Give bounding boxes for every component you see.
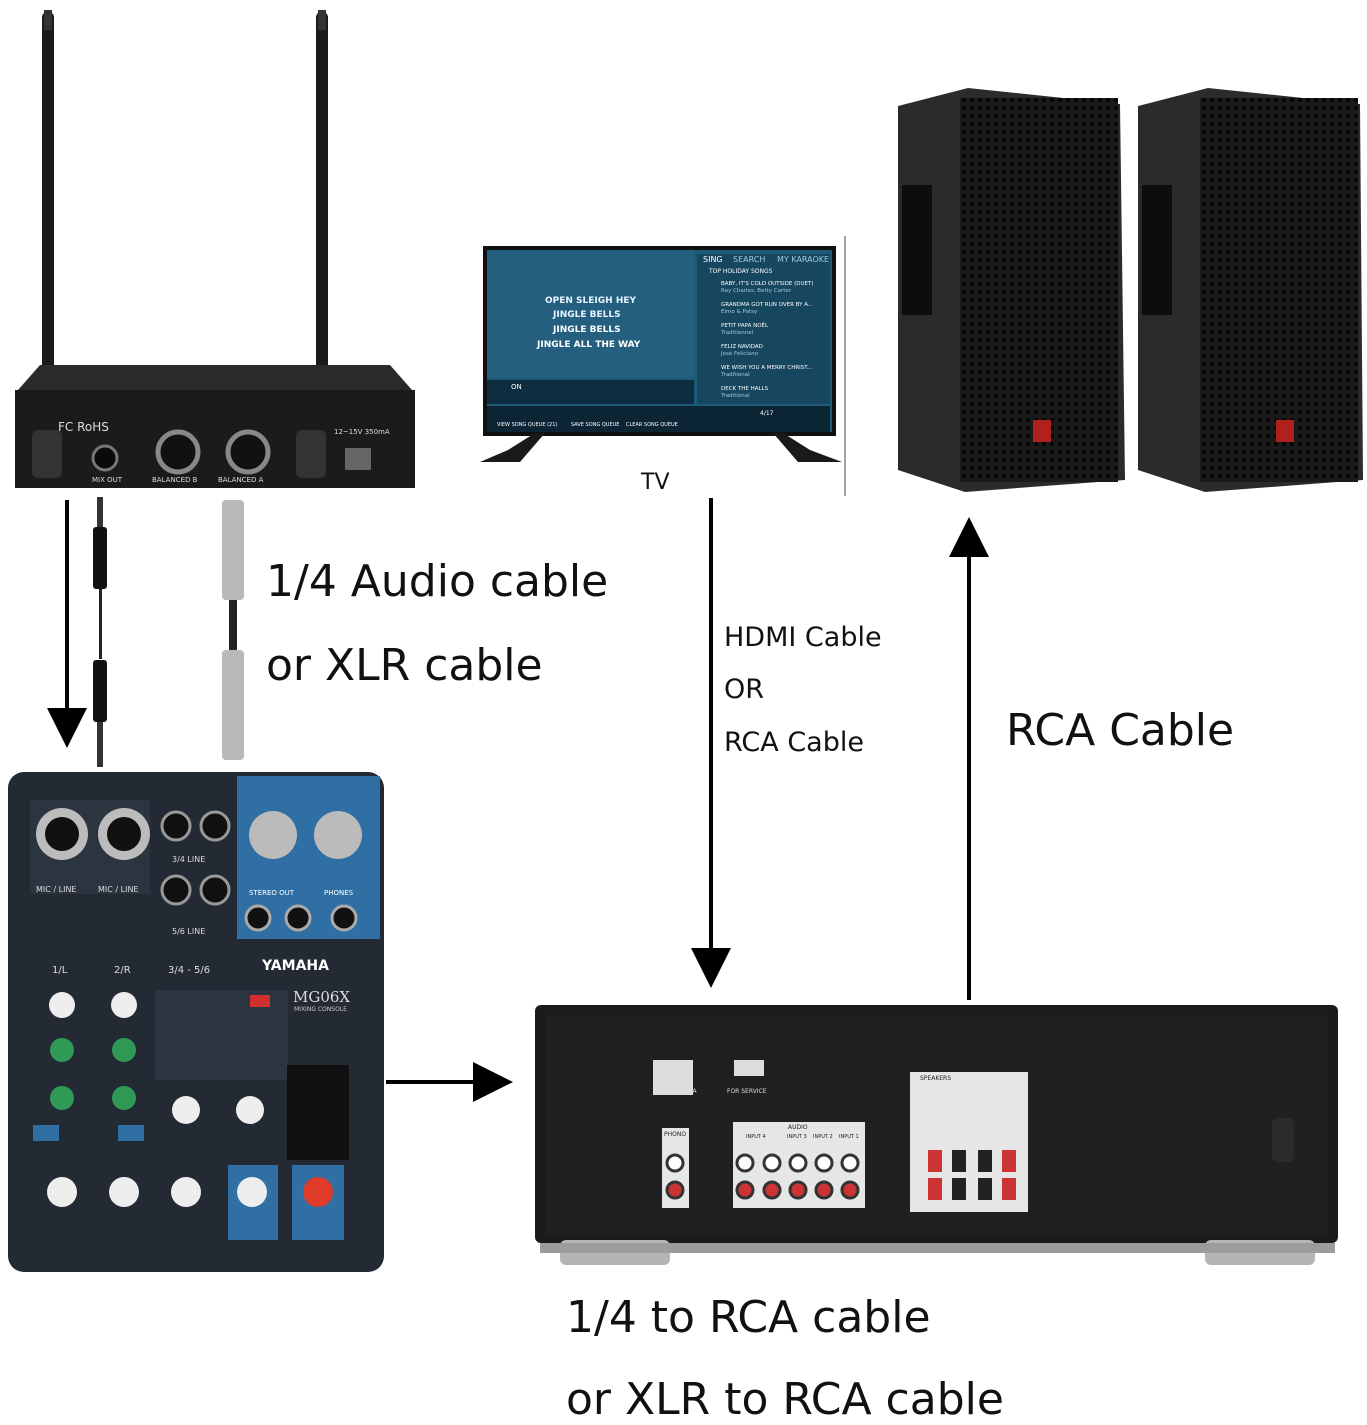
mixer-section-label: STEREO OUT xyxy=(249,889,295,897)
wireless-receiver xyxy=(15,10,415,488)
cable-label-amp-line2: or XLR to RCA cable xyxy=(566,1374,1004,1425)
rca-jacks xyxy=(735,1153,860,1200)
tv-song-artist: José Feliciano xyxy=(721,351,759,357)
mixer-section-label: 3/4 LINE xyxy=(172,855,206,864)
tv-bottom-button: VIEW SONG QUEUE (21) xyxy=(497,422,558,428)
tv-page-indicator: 4/17 xyxy=(760,410,774,417)
receiver-port-balanced-a: BALANCED A xyxy=(218,476,264,484)
mixer-subtitle: MIXING CONSOLE xyxy=(294,1006,347,1013)
cable-label-tv-line1: HDMI Cable xyxy=(724,622,882,653)
tv-menu-tab: SING xyxy=(703,255,723,264)
tv-song-artist: Traditionnel xyxy=(721,330,754,336)
amp-section-label: PHONO xyxy=(664,1131,687,1138)
receiver-port-mix-out: MIX OUT xyxy=(92,476,123,484)
amp-section-label: SPEAKERS xyxy=(920,1075,952,1082)
jack-cable xyxy=(93,497,107,767)
receiver-port-balanced-b: BALANCED B xyxy=(152,476,198,484)
tv-menu-tab: SEARCH xyxy=(733,255,766,264)
tv-menu-tab: MY KARAOKE xyxy=(777,255,830,264)
tv-bottom-button: SAVE SONG QUEUE xyxy=(571,422,620,428)
tv-label: TV xyxy=(641,470,670,495)
cable-label-tv-line3: RCA Cable xyxy=(724,727,864,758)
amp-section-label: AUDIO xyxy=(788,1124,808,1131)
tv-lead-vocal: ON xyxy=(511,383,522,391)
amp-input-label: INPUT 4 xyxy=(746,1134,766,1140)
speaker-right xyxy=(1138,88,1363,492)
mixer-model: MG06X xyxy=(293,988,351,1006)
amp-input-label: INPUT 3 xyxy=(787,1134,807,1140)
tv-song-artist: Ray Charles, Betty Carter xyxy=(721,288,792,294)
mixer-section-label: PHONES xyxy=(324,889,354,897)
cable-label-tv-line2: OR xyxy=(724,674,765,705)
tv-lyric: JINGLE ALL THE WAY xyxy=(537,340,641,350)
amp-input-label: INPUT 1 xyxy=(839,1134,859,1140)
amp-section-label: FM ANTENNA xyxy=(657,1088,697,1095)
amplifier xyxy=(535,1005,1338,1265)
mixer-section-label: 5/6 LINE xyxy=(172,927,206,936)
xlr-cable xyxy=(222,500,244,760)
tv-song-title: FELIZ NAVIDAD xyxy=(721,344,763,350)
cable-label-mic-line1: 1/4 Audio cable xyxy=(266,556,609,607)
cable-label-speaker: RCA Cable xyxy=(1006,705,1235,756)
tv-bottom-button: CLEAR SONG QUEUE xyxy=(626,422,678,428)
tv-lyric: JINGLE BELLS xyxy=(553,310,621,320)
tv-lyric: OPEN SLEIGH HEY xyxy=(545,296,637,306)
tv-song-title: BABY, IT'S COLD OUTSIDE (DUET) xyxy=(721,281,814,287)
receiver-brand-marks: FC RoHS xyxy=(58,420,109,434)
cable-label-mic-line2: or XLR cable xyxy=(266,640,543,691)
mixer-section-label: MIC / LINE xyxy=(36,885,77,894)
mixer-section-label: MIC / LINE xyxy=(98,885,139,894)
cable-label-amp-line1: 1/4 to RCA cable xyxy=(566,1292,931,1343)
tv xyxy=(480,236,846,496)
mixer-channel-label: 2/R xyxy=(114,965,131,976)
tv-song-title: WE WISH YOU A MERRY CHRIST... xyxy=(721,365,813,371)
mixer xyxy=(8,772,384,1272)
mixer-channel-label: 1/L xyxy=(52,965,68,976)
tv-lyric: JINGLE BELLS xyxy=(553,325,621,335)
amp-section-label: FOR SERVICE xyxy=(727,1088,767,1095)
speaker-left xyxy=(898,88,1125,492)
tv-song-title: DECK THE HALLS xyxy=(721,386,769,392)
tv-screen-content: OPEN SLEIGH HEY JINGLE BELLS JINGLE BELL… xyxy=(487,250,832,432)
tv-song-artist: Elmo & Patsy xyxy=(721,309,758,315)
tv-song-artist: Traditional xyxy=(721,393,750,399)
tv-song-title: GRANDMA GOT RUN OVER BY A... xyxy=(721,302,814,308)
receiver-power-label: 12~15V 350mA xyxy=(334,428,390,436)
tv-list-title: TOP HOLIDAY SONGS xyxy=(709,268,773,275)
mixer-channel-label: 3/4 - 5/6 xyxy=(168,965,211,976)
tv-song-list: BABY, IT'S COLD OUTSIDE (DUET) Ray Charl… xyxy=(721,281,829,400)
mixer-brand: YAMAHA xyxy=(262,958,329,974)
tv-song-artist: Traditional xyxy=(721,372,750,378)
tv-song-title: PETIT PAPA NOËL xyxy=(721,323,769,329)
amp-input-label: INPUT 2 xyxy=(813,1134,833,1140)
